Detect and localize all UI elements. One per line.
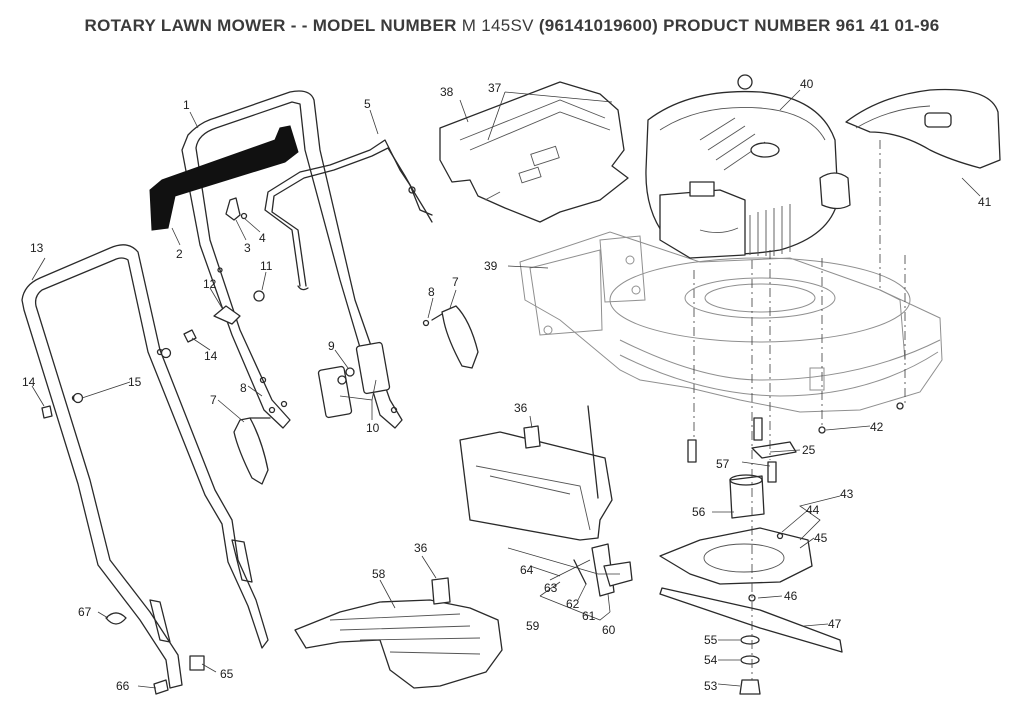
label-54: 54	[704, 653, 718, 667]
diagram-title: ROTARY LAWN MOWER - - MODEL NUMBER M 145…	[0, 16, 1024, 36]
knob-36-upper	[523, 425, 541, 449]
blade-47	[659, 587, 843, 653]
part-number-labels: 1 2 3 4 5 7 7 8 8 9 10 11 12 13 14 14 15…	[22, 77, 992, 693]
bolt-57c	[767, 461, 777, 483]
label-42: 42	[870, 420, 884, 434]
washer-54	[740, 655, 760, 665]
washer-2	[160, 347, 172, 359]
label-4: 4	[259, 231, 266, 245]
bolt-53	[739, 679, 761, 695]
adapter-56	[729, 475, 765, 519]
label-5: 5	[364, 97, 371, 111]
mower-deck	[519, 231, 943, 413]
hardware	[41, 197, 479, 695]
handle-knob-left	[233, 417, 269, 485]
title-text-1: ROTARY LAWN MOWER - - MODEL NUMBER	[84, 16, 457, 35]
control-bail	[264, 139, 433, 291]
rod-63	[587, 405, 599, 499]
washer-55	[740, 635, 760, 645]
label-9: 9	[328, 339, 335, 353]
label-36-upper: 36	[514, 401, 528, 415]
label-38: 38	[440, 85, 454, 99]
bolt-57a	[687, 439, 697, 463]
label-7-right: 7	[452, 275, 459, 289]
washer-44	[776, 532, 784, 540]
label-14-right: 14	[204, 349, 218, 363]
label-57: 57	[716, 457, 730, 471]
side-deflector	[294, 577, 503, 689]
blade-carrier-45	[659, 527, 813, 585]
clip-65	[189, 655, 205, 671]
label-3: 3	[244, 241, 251, 255]
label-58: 58	[372, 567, 386, 581]
label-15: 15	[128, 375, 142, 389]
handle-knob-right	[441, 305, 479, 369]
alignment-lines	[693, 140, 906, 680]
cable-tie	[105, 612, 127, 625]
label-53: 53	[704, 679, 718, 693]
bracket-right	[355, 341, 391, 395]
label-63: 63	[544, 581, 558, 595]
title-text-2: (96141019600) PRODUCT NUMBER 961 41 01-9…	[538, 16, 940, 35]
label-60: 60	[602, 623, 616, 637]
label-61: 61	[582, 609, 596, 623]
label-2: 2	[176, 247, 183, 261]
knob-36-lower	[431, 577, 451, 605]
label-55: 55	[704, 633, 718, 647]
rear-deflector-box	[459, 405, 633, 597]
leader-lines	[31, 89, 981, 689]
label-46: 46	[784, 589, 798, 603]
label-11: 11	[260, 259, 273, 273]
label-8-right: 8	[428, 285, 435, 299]
handle-grip	[149, 125, 299, 231]
label-13: 13	[30, 241, 44, 255]
spring-62	[573, 559, 587, 585]
label-59: 59	[526, 619, 540, 633]
label-1: 1	[183, 98, 190, 112]
screw-66	[153, 679, 169, 695]
washer	[72, 392, 84, 404]
bracket-25	[751, 441, 797, 459]
label-67: 67	[78, 605, 92, 619]
engine	[645, 74, 851, 259]
cable-guide	[213, 305, 241, 325]
bolt	[183, 329, 197, 343]
model-number: M 145SV	[461, 16, 534, 35]
label-37: 37	[488, 81, 502, 95]
label-41: 41	[978, 195, 992, 209]
label-62: 62	[566, 597, 580, 611]
label-39: 39	[484, 259, 498, 273]
label-36-lower: 36	[414, 541, 428, 555]
label-45: 45	[814, 531, 828, 545]
label-12: 12	[203, 277, 217, 291]
label-65: 65	[220, 667, 234, 681]
label-66: 66	[116, 679, 130, 693]
label-56: 56	[692, 505, 706, 519]
label-44: 44	[806, 503, 820, 517]
label-64: 64	[520, 563, 534, 577]
label-14-left: 14	[22, 375, 36, 389]
nut	[253, 290, 265, 302]
label-8-left: 8	[240, 381, 247, 395]
engine-cover	[439, 81, 629, 223]
rear-cover	[845, 88, 1001, 169]
blade-assembly	[659, 402, 904, 695]
screw-42	[818, 426, 826, 434]
label-40: 40	[800, 77, 814, 91]
label-25: 25	[802, 443, 816, 457]
label-10: 10	[366, 421, 380, 435]
cable-clip	[225, 197, 241, 221]
label-47: 47	[828, 617, 842, 631]
bolt-57b	[753, 417, 763, 441]
bolt-left	[41, 405, 53, 419]
label-43: 43	[840, 487, 854, 501]
label-7-left: 7	[210, 393, 217, 407]
